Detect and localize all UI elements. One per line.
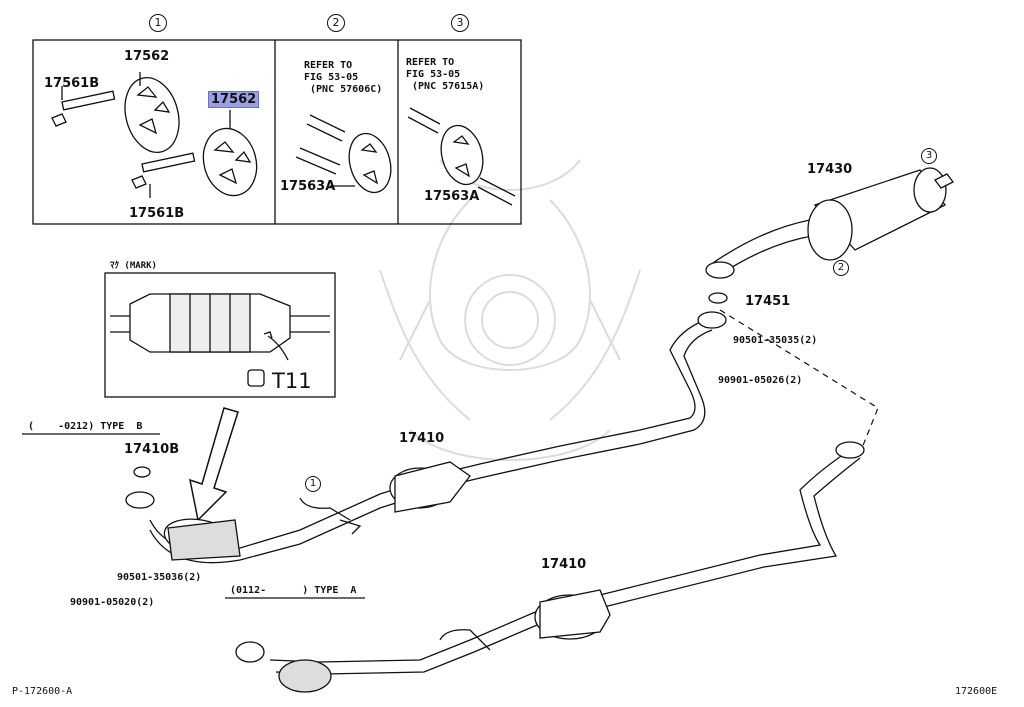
part-label-17451[interactable]: 17451 [745,294,791,309]
panel-2-number: 2 [327,14,345,32]
part-label-17410-lower[interactable]: 17410 [541,557,587,572]
lower-exhaust-system [235,441,865,693]
pointer-arrow [189,407,239,522]
part-label-90901-05020[interactable]: 90901-05020(2) [70,597,155,608]
panel-3-number: 3 [451,14,469,32]
callout-2: 2 [833,260,849,276]
diagram-id-left: P-172600-A [12,686,73,697]
muffler-17430 [705,167,954,279]
part-label-17430[interactable]: 17430 [807,162,853,177]
part-label-90901-05026[interactable]: 90901-05026(2) [718,375,803,386]
mark-box [104,272,336,398]
mark-code: T11 [272,369,312,393]
panel-3-refer-note: REFER TO FIG 53-05 (PNC 57615A) [406,57,485,92]
panel-1-number: 1 [149,14,167,32]
part-label-17561b-b[interactable]: 17561B [129,206,185,221]
part-label-90501-35036[interactable]: 90501-35036(2) [117,572,202,583]
hanger-drawing-panel2 [295,114,392,194]
dashed-connector [719,309,879,449]
part-label-17562-a[interactable]: 17562 [124,49,170,64]
part-label-17563a-panel2[interactable]: 17563A [280,179,336,194]
part-label-17562-highlighted[interactable]: 17562 [208,91,260,108]
hanger-drawing-17562 [51,72,258,198]
type-a-label: (0112- ) TYPE A [230,585,357,596]
detail-panels [32,39,522,225]
panel-2-refer-note: REFER TO FIG 53-05 (PNC 57606C) [304,60,383,95]
part-label-17410-upper[interactable]: 17410 [399,431,445,446]
type-underlines [22,433,365,599]
diagram-id-right: 172600E [955,686,998,697]
part-label-17410b[interactable]: 17410B [124,442,180,457]
watermark-emblem [379,159,641,461]
mark-title: ﾏｸ (MARK) [110,261,157,271]
part-label-17561b-a[interactable]: 17561B [44,76,100,91]
upper-exhaust-system [125,292,728,564]
part-label-90501-35035[interactable]: 90501-35035(2) [733,335,818,346]
part-label-17563a-panel3[interactable]: 17563A [424,189,480,204]
hanger-drawing-panel3 [407,107,516,206]
callout-3: 3 [921,148,937,164]
callout-1: 1 [305,476,321,492]
type-b-label: ( -0212) TYPE B [28,421,143,432]
